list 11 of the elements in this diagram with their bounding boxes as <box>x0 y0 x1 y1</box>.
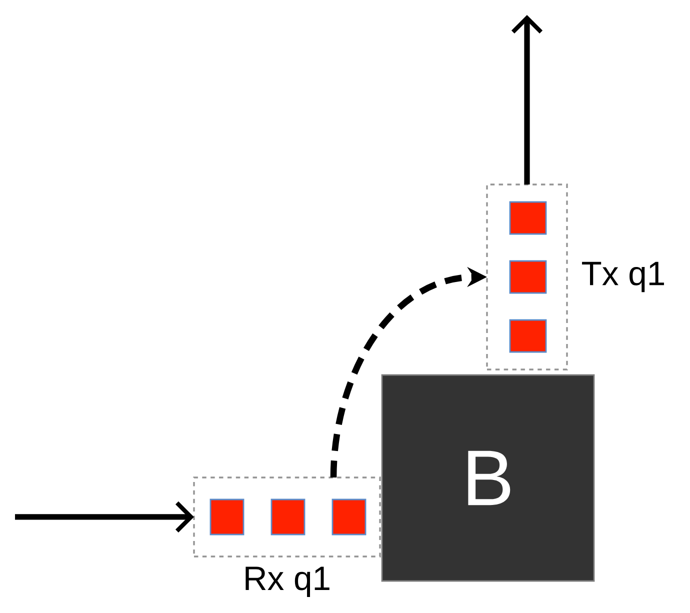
queue-label: Tx q1 <box>582 262 664 292</box>
queue-slot <box>332 498 366 536</box>
queue-label: Rx q1 <box>246 566 330 597</box>
queue-slot <box>270 498 306 536</box>
arrow <box>15 501 194 533</box>
arrow <box>511 15 543 184</box>
queue-slot <box>509 201 547 235</box>
queue-slot <box>509 319 547 353</box>
block-box: B <box>381 374 595 582</box>
queue-slot <box>509 260 547 294</box>
queue-slot <box>210 498 244 536</box>
